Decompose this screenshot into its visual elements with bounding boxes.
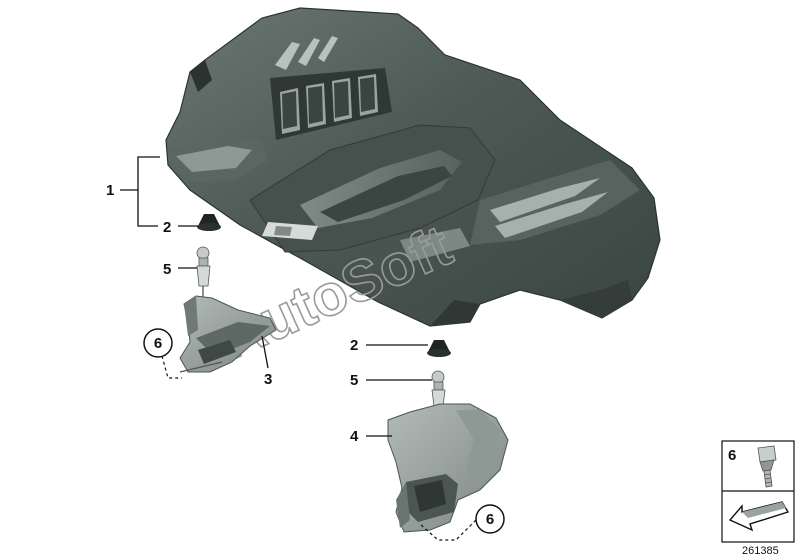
leader-lines	[120, 156, 477, 541]
screw-icon	[757, 445, 777, 488]
parts-legend: 6	[721, 440, 795, 543]
arrow-icon	[728, 501, 790, 532]
bracket-left	[179, 295, 277, 373]
cover-badge	[262, 222, 318, 240]
callout-6-left-label: 6	[154, 335, 162, 352]
bracket-right	[387, 403, 509, 533]
callout-2-left: 2	[163, 219, 171, 236]
callout-3: 3	[264, 371, 272, 388]
callout-4: 4	[350, 428, 359, 445]
callout-2-right: 2	[350, 337, 358, 354]
callout-5-right: 5	[350, 372, 358, 389]
intake-vents	[270, 36, 392, 140]
document-number: 261385	[742, 545, 779, 557]
callout-1: 1	[106, 182, 114, 199]
rubber-grommet-right	[427, 340, 451, 357]
legend-number: 6	[728, 447, 736, 464]
engine-cover	[165, 7, 661, 327]
callout-6-left: 6	[143, 328, 173, 358]
callout-5-left: 5	[163, 261, 171, 278]
callout-6-right: 6	[475, 504, 505, 534]
callout-6-right-label: 6	[486, 511, 494, 528]
rubber-grommet-left	[197, 214, 221, 231]
